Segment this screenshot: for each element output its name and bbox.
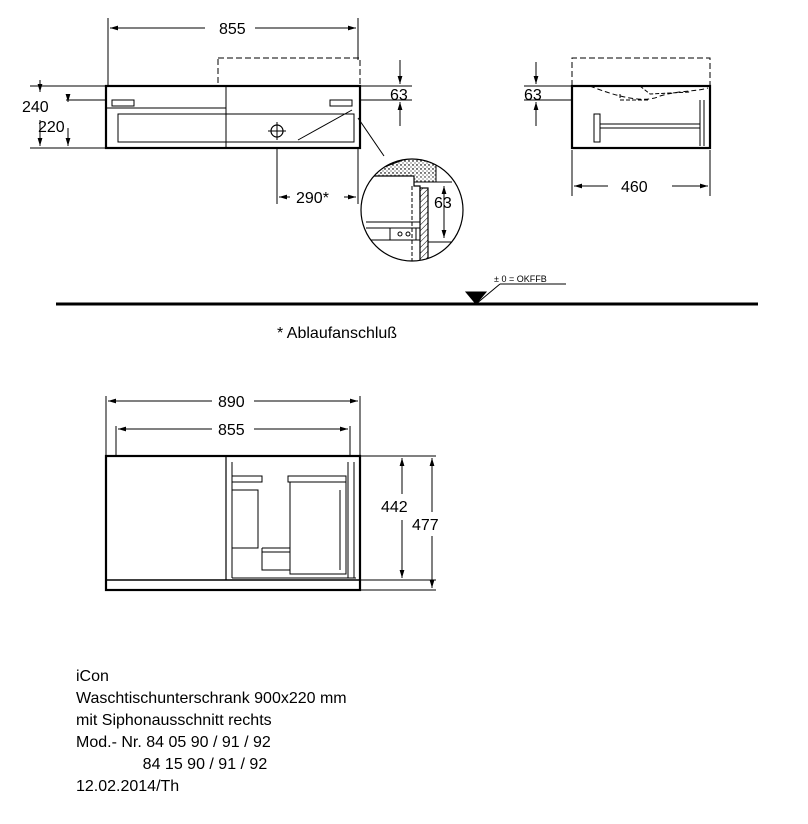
detail-dim-63-label: 63	[434, 195, 452, 212]
floor-line	[56, 283, 758, 306]
drain-offset-290-label: 290*	[296, 190, 329, 207]
front-width-855-label: 855	[218, 422, 245, 439]
drawing-date: 12.02.2014/Th	[76, 778, 180, 795]
product-info-block: iCon Waschtischunterschrank 900x220 mm m…	[76, 666, 347, 798]
side-dim-63-label: 63	[524, 87, 542, 104]
model-numbers-1: Mod.- Nr. 84 05 90 / 91 / 92	[76, 734, 271, 751]
model-numbers-2: 84 15 90 / 91 / 92	[76, 756, 268, 773]
front-view	[104, 396, 436, 592]
top-view	[30, 18, 412, 204]
product-name: iCon	[76, 668, 109, 685]
floor-level-label: ± 0 = OKFFB	[494, 274, 547, 284]
product-description: Waschtischunterschrank 900x220 mm	[76, 690, 347, 707]
top-height-220-label: 220	[38, 119, 65, 136]
top-width-855-label: 855	[219, 21, 246, 38]
front-height-477-label: 477	[412, 517, 439, 534]
side-view	[524, 57, 712, 196]
side-depth-460-label: 460	[621, 179, 648, 196]
top-height-240-label: 240	[22, 99, 49, 116]
product-variant: mit Siphonausschnitt rechts	[76, 712, 272, 729]
front-width-890-label: 890	[218, 394, 245, 411]
front-height-442-label: 442	[381, 499, 408, 516]
top-dim-63-label: 63	[390, 87, 408, 104]
footnote-drain-connection: * Ablaufanschluß	[277, 325, 398, 342]
